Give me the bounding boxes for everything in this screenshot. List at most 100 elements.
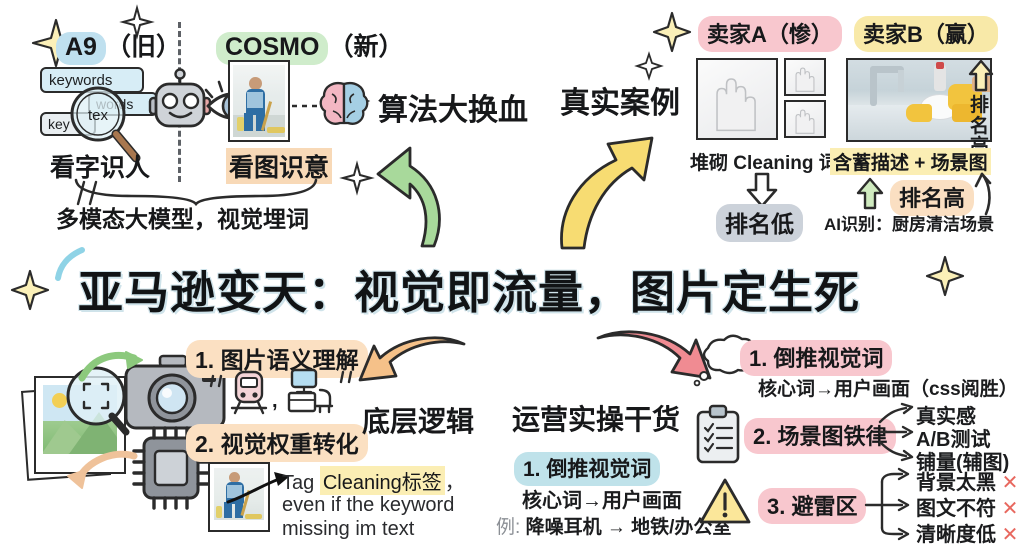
- swoosh-icon: [55, 247, 85, 281]
- tag-note-line-2: even if the keyword: [282, 494, 455, 516]
- bottom-right-item-3-point-3: 清晰度低 ✕: [916, 518, 1018, 547]
- quote-right-icon: [339, 370, 353, 384]
- three-branch-bracket-arrows: [864, 467, 910, 541]
- tag-note-highlight: Cleaning标签: [319, 466, 445, 495]
- seller-a-result-text: 排名低: [716, 204, 803, 242]
- bottom-left-item-2-text: 2. 视觉权重转化: [186, 424, 368, 462]
- tag-note-prefix: Tag: [282, 472, 320, 494]
- arrow-label-ops-text: 运营实操干货: [509, 398, 683, 439]
- old-algo-label: A9（旧）: [56, 27, 181, 65]
- brace-icon: [74, 178, 318, 207]
- a9-badge: A9: [56, 32, 106, 65]
- sparkle-icon: [652, 11, 692, 53]
- scan-magnifier-icon: [66, 366, 130, 436]
- up-arrow-green: [856, 177, 884, 210]
- bottom-right-item-1-sub: 核心词→用户画面（css阅胜）: [758, 379, 1018, 400]
- desk-icon: [287, 368, 334, 414]
- bottom-mid-item-1: 1. 倒推视觉词: [514, 452, 661, 486]
- bottom-mid-line-1: 核心词→用户画面: [522, 490, 682, 512]
- bottom-right-item-1: 1. 倒推视觉词: [740, 340, 893, 376]
- yellow-curved-arrow: [560, 136, 654, 250]
- seller-a-result: 排名低: [716, 204, 803, 242]
- seller-a-title: 卖家A（惨）: [698, 16, 842, 52]
- tag-note-line-1: Tag Cleaning标签，: [282, 466, 465, 495]
- tag-note-comma: ，: [444, 472, 465, 494]
- seller-a-image-3: [784, 100, 826, 138]
- bottom-left-item-1-text: 1. 图片语义理解: [186, 340, 368, 378]
- arrow-label-logic-text: 底层逻辑: [359, 400, 477, 441]
- camera-icon: [124, 354, 226, 430]
- bottom-right-item-2-point-3: 铺量(辅图): [916, 452, 1010, 474]
- sparkle-icon: [339, 160, 375, 196]
- keyword-chip-label: key: [48, 116, 70, 132]
- dotted-connector: [292, 104, 322, 108]
- pink-curved-arrow: [596, 330, 712, 380]
- bottom-right-item-3: 3. 避雷区: [758, 488, 867, 524]
- three-branch-arrows: [878, 402, 914, 462]
- black-pointer-arrow: [226, 472, 290, 504]
- down-arrow-grey: [746, 172, 778, 208]
- arrow-label-algo: 算法大换血: [376, 85, 530, 130]
- train-icon: [230, 370, 268, 415]
- old-algo-caption: 看字识人: [47, 148, 153, 185]
- bottom-right-item-2-point-2: A/B测试: [916, 429, 991, 451]
- warning-triangle-icon: [699, 478, 751, 524]
- orange-curve-arrow-small: [67, 450, 138, 489]
- seller-b-title-text: 卖家B（赢）: [854, 16, 998, 52]
- page-title: 亚马逊变天：视觉即流量，图片定生死: [78, 267, 861, 318]
- a9-paren: （旧）: [105, 33, 181, 61]
- keyword-chip-label: keywords: [49, 72, 113, 89]
- new-algo-label: COSMO（新）: [216, 27, 403, 65]
- arrow-label-case: 真实案例: [558, 78, 682, 123]
- seller-b-ai-note: AI识别：厨房清洁场景: [824, 215, 994, 234]
- bottom-mid-example: 例: 降噪耳机 → 地铁/办公室: [496, 512, 731, 539]
- arrow-label-logic: 底层逻辑: [359, 400, 477, 441]
- arrow-label-ops: 运营实操干货: [509, 398, 683, 439]
- new-algo-caption: 看图识意: [226, 148, 333, 184]
- bottom-right-item-3-point-2: 图文不符 ✕: [916, 492, 1018, 521]
- bottom-right-item-3-text: 3. 避雷区: [758, 488, 867, 524]
- new-algo-caption-text: 看图识意: [226, 148, 333, 184]
- seller-b-result-text: 排名高: [890, 180, 975, 216]
- chip-icon: [132, 426, 210, 510]
- cosmo-paren: （新）: [328, 33, 404, 61]
- bottom-right-item-2-text: 2. 场景图铁律: [744, 418, 897, 454]
- seller-b-caption: 含蓄描述 + 场景图: [830, 148, 991, 175]
- green-curved-arrow: [376, 146, 441, 248]
- arrow-label-algo-text: 算法大换血: [376, 85, 530, 130]
- cosmo-photo: [228, 60, 290, 142]
- sparkle-icon: [119, 4, 155, 40]
- orange-curved-arrow: [358, 336, 466, 382]
- comma-separator: ,: [272, 390, 278, 412]
- curl-arrow: [974, 172, 992, 216]
- cross-icon: ✕: [1001, 472, 1019, 494]
- cross-icon: ✕: [1001, 498, 1019, 520]
- brain-icon: [319, 82, 369, 125]
- multimodal-summary: 多模态大模型，视觉埋词: [54, 200, 311, 235]
- bottom-right-item-2: 2. 场景图铁律: [744, 418, 897, 454]
- seller-b-result: 排名高: [890, 180, 975, 216]
- old-algo-caption-text: 看字识人: [47, 148, 153, 185]
- clipboard-icon: [696, 404, 740, 464]
- risk-label-3: 清晰度低: [916, 524, 996, 546]
- bottom-right-item-2-point-1: 真实感: [916, 406, 976, 428]
- seller-b-title: 卖家B（赢）: [854, 16, 998, 52]
- cross-icon: ✕: [1001, 524, 1019, 546]
- magnifier-icon: tex: [70, 86, 141, 163]
- multimodal-summary-text: 多模态大模型，视觉埋词: [54, 200, 311, 235]
- up-arrow-rank-high: [968, 59, 994, 92]
- bottom-mid-example-text: 降噪耳机 → 地铁/办公室: [525, 517, 732, 538]
- seller-b-image: [846, 58, 992, 142]
- seller-a-image-2: [784, 58, 826, 96]
- robot-icon: [148, 68, 212, 128]
- seller-a-image-main: [696, 58, 778, 140]
- bottom-mid-item-1-text: 1. 倒推视觉词: [514, 452, 661, 486]
- svg-text:tex: tex: [88, 107, 109, 124]
- sparkle-icon: [10, 269, 50, 311]
- seller-a-caption: 堆砌 Cleaning 词: [690, 153, 838, 174]
- sparkle-icon: [634, 51, 664, 81]
- bottom-left-item-1: 1. 图片语义理解: [186, 340, 368, 378]
- quote-left-icon: [209, 374, 223, 388]
- risk-label-1: 背景太黑: [916, 472, 996, 494]
